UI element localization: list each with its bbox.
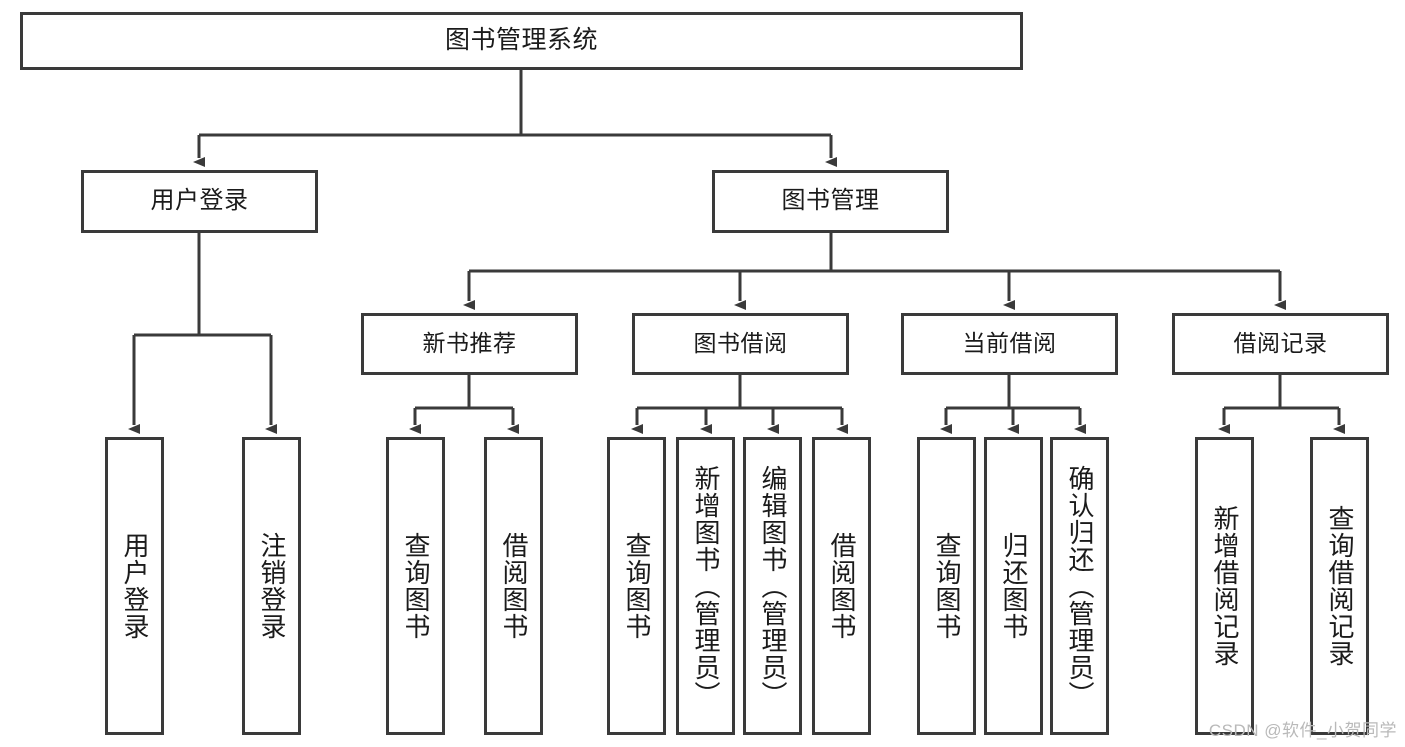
node-book-management[interactable]: 图书管理 (712, 170, 949, 233)
leaf-query-book-new-recommend[interactable]: 查询图书 (386, 437, 445, 735)
node-label: 图书管理系统 (444, 26, 598, 55)
node-label: 借阅图书 (499, 532, 530, 640)
node-new-book-recommend[interactable]: 新书推荐 (361, 313, 578, 375)
node-label: 归还图书 (999, 532, 1030, 640)
leaf-add-borrow-record[interactable]: 新增借阅记录 (1195, 437, 1254, 735)
node-label: 当前借阅 (962, 330, 1057, 357)
leaf-add-book-admin[interactable]: 新增图书（管理员） (676, 437, 735, 735)
node-label: 编辑图书（管理员） (758, 464, 789, 708)
leaf-query-borrow-record[interactable]: 查询借阅记录 (1310, 437, 1369, 735)
node-label: 借阅图书 (827, 532, 858, 640)
node-user-login[interactable]: 用户登录 (81, 170, 318, 233)
leaf-edit-book-admin[interactable]: 编辑图书（管理员） (743, 437, 802, 735)
watermark-text: CSDN @软件_小贺同学 (1208, 721, 1397, 740)
node-label: 查询图书 (622, 532, 653, 640)
leaf-borrow-book-new-recommend[interactable]: 借阅图书 (484, 437, 543, 735)
node-label: 查询图书 (932, 532, 963, 640)
leaf-user-login[interactable]: 用户登录 (105, 437, 164, 735)
leaf-return-book[interactable]: 归还图书 (984, 437, 1043, 735)
node-label: 注销登录 (257, 532, 288, 640)
leaf-query-book-borrow[interactable]: 查询图书 (607, 437, 666, 735)
node-label: 用户登录 (120, 532, 151, 640)
node-label: 借阅记录 (1233, 330, 1328, 357)
node-label: 图书管理 (781, 187, 880, 215)
node-label: 查询图书 (401, 532, 432, 640)
node-label: 新增借阅记录 (1210, 505, 1241, 667)
node-label: 图书借阅 (693, 330, 788, 357)
node-current-borrow[interactable]: 当前借阅 (901, 313, 1118, 375)
node-borrow-record[interactable]: 借阅记录 (1172, 313, 1389, 375)
node-label: 新增图书（管理员） (691, 464, 722, 708)
node-label: 用户登录 (150, 187, 249, 215)
node-label: 新书推荐 (422, 330, 517, 357)
leaf-logout[interactable]: 注销登录 (242, 437, 301, 735)
leaf-borrow-book-borrow[interactable]: 借阅图书 (812, 437, 871, 735)
leaf-query-book-current[interactable]: 查询图书 (917, 437, 976, 735)
node-root-book-management-system[interactable]: 图书管理系统 (20, 12, 1023, 70)
node-label: 确认归还（管理员） (1065, 464, 1096, 708)
node-label: 查询借阅记录 (1325, 505, 1356, 667)
leaf-confirm-return-admin[interactable]: 确认归还（管理员） (1050, 437, 1109, 735)
node-book-borrow[interactable]: 图书借阅 (632, 313, 849, 375)
